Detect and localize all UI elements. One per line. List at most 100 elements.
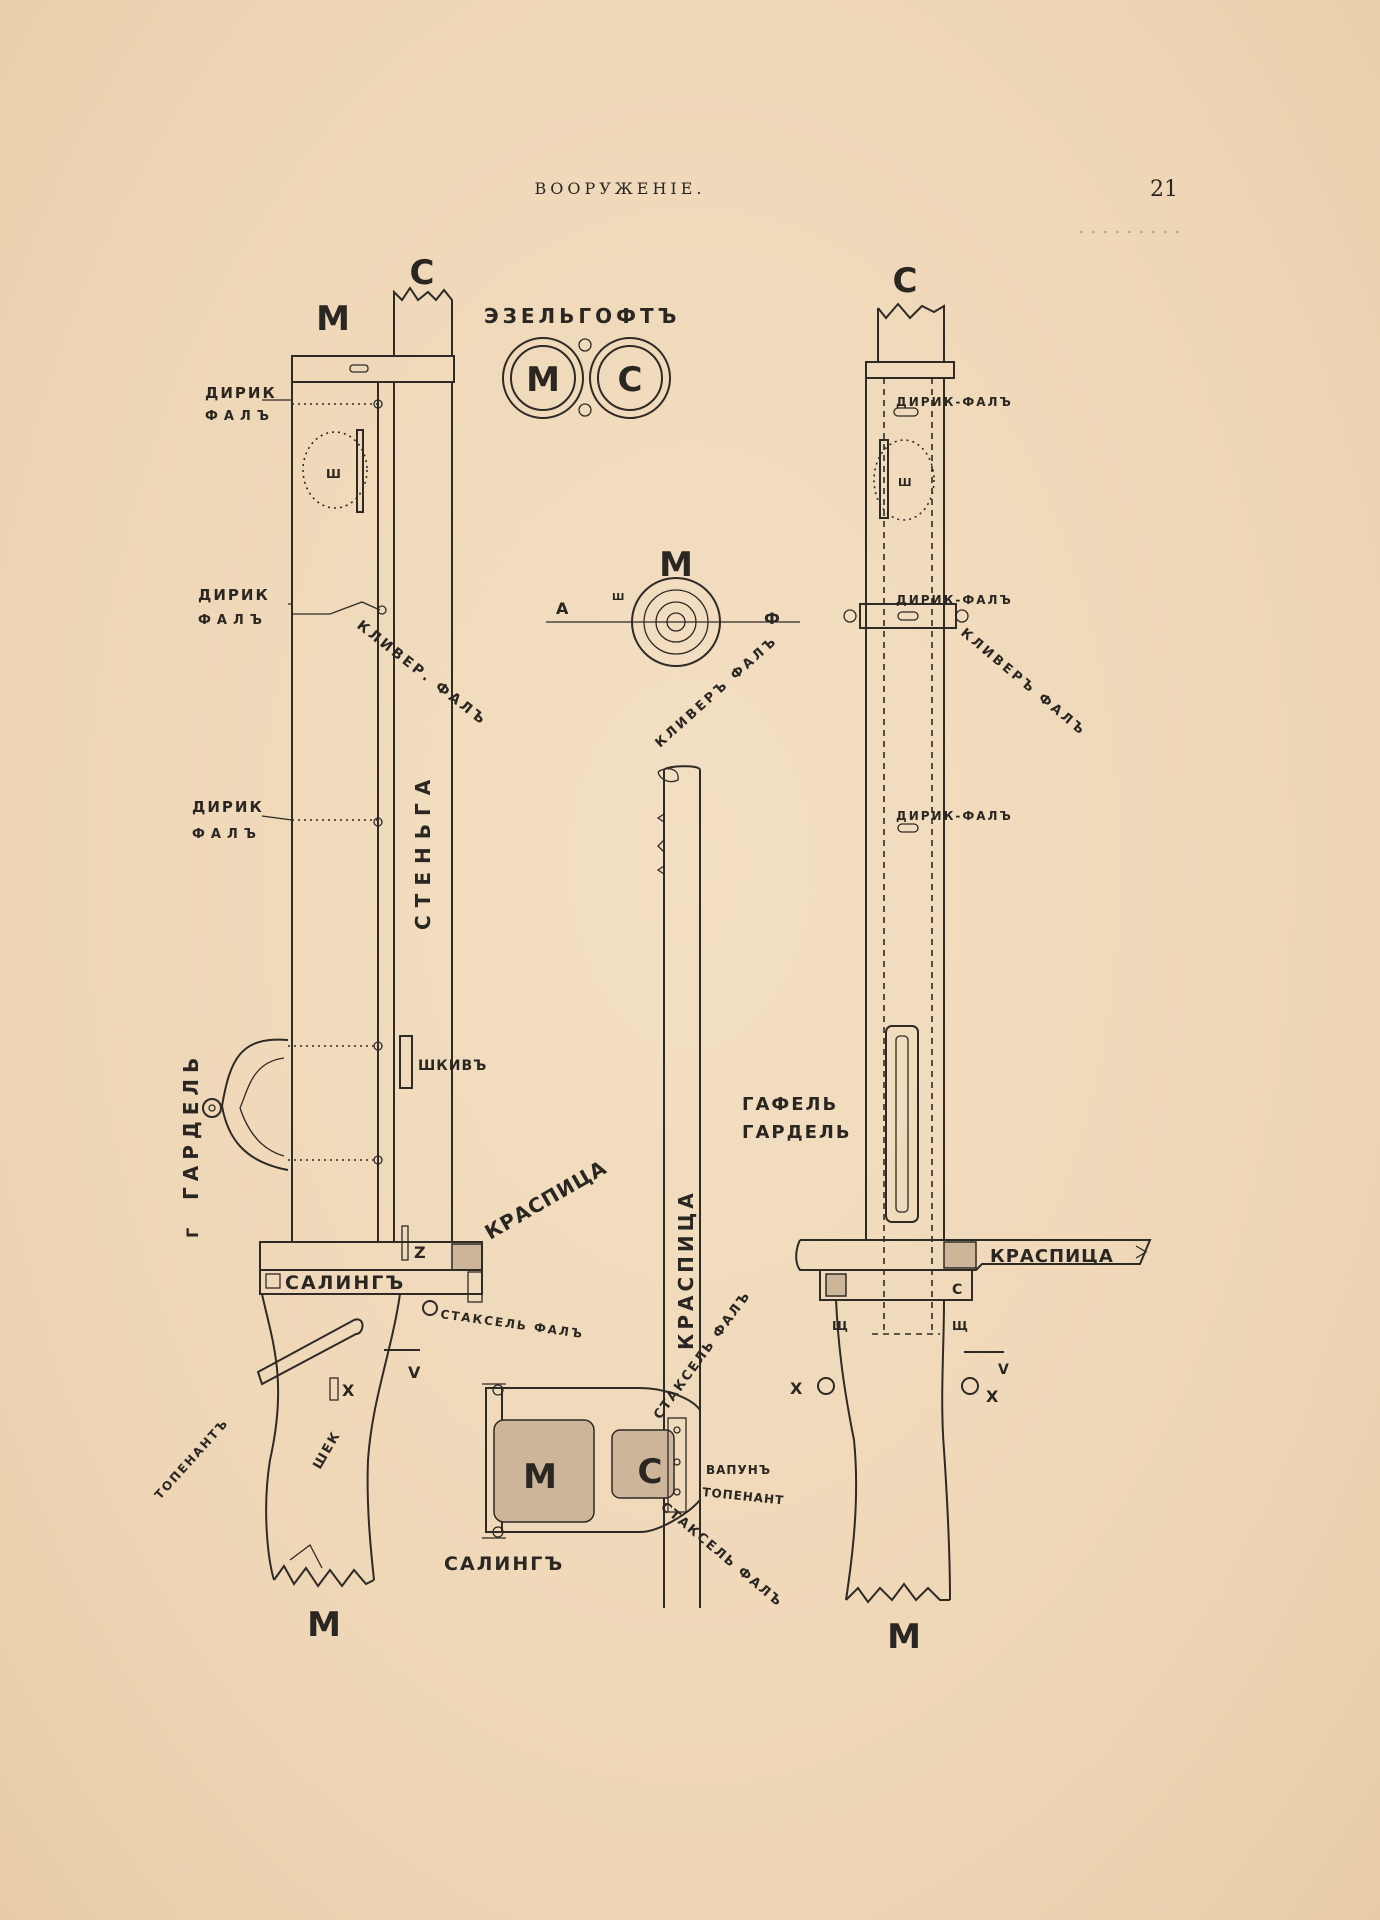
topmast-broken-top	[393, 286, 453, 356]
saling-plan-hole-2	[673, 1458, 681, 1466]
mast-cap	[291, 355, 455, 383]
sheave-slot-top	[356, 429, 364, 513]
right-topmast-broken-top	[877, 302, 945, 362]
label-gafel-gardel: ГАРДЕЛЬ	[742, 1122, 852, 1143]
label-saling-bottom: САЛИНГЪ	[444, 1553, 564, 1575]
label-krasplitsa-right: КРАСПИЦА	[990, 1246, 1114, 1267]
mast-letter-m-top-left: М	[316, 299, 350, 339]
label-fal-3: ФАЛЪ	[192, 827, 262, 842]
gardel-pin-2	[373, 1155, 383, 1165]
label-dirik-fal-right-1: ДИРИК-ФАЛЪ	[896, 395, 1013, 409]
right-band-2	[859, 603, 957, 629]
leader-dirik-3	[261, 815, 293, 821]
label-fal-1: ФАЛЪ	[205, 409, 275, 424]
middle-topmast-hook	[657, 768, 679, 783]
mast-letter-m-bottom-left: М	[307, 1605, 341, 1645]
saling-plan-bolt-bottom	[492, 1526, 504, 1538]
gardel-eye-inner	[208, 1104, 216, 1112]
saling-mast-hole	[493, 1419, 595, 1523]
label-shek: ШЕК	[310, 1428, 344, 1472]
eselgoft-ring-m-inner	[510, 345, 576, 411]
topenant-iron	[256, 1318, 364, 1386]
label-x-left: X	[342, 1381, 355, 1400]
pin-head-3	[373, 817, 383, 827]
label-z: Z	[414, 1243, 426, 1262]
pin-head-1	[373, 399, 383, 409]
label-g: Г	[183, 1228, 202, 1238]
saling-plan-outline	[485, 1387, 701, 1533]
right-dirik-slot-3	[897, 823, 919, 833]
page-title: ВООРУЖЕНІЕ.	[534, 179, 705, 198]
label-kliver-fal-right: КЛИВЕРЪ ФАЛЪ	[957, 626, 1089, 740]
saling-plan-bolt-top	[492, 1384, 504, 1396]
label-dirik-3: ДИРИК	[192, 798, 264, 816]
label-krasplitsa-left: КРАСПИЦА	[481, 1155, 611, 1244]
saling-plan-hole-3	[673, 1488, 681, 1496]
lower-mast-left-edge	[261, 1293, 280, 1581]
right-dirik-slot-2	[897, 611, 919, 621]
label-dirik-fal-right-2: ДИРИК-ФАЛЪ	[896, 593, 1013, 607]
label-saling-left: САЛИНГЪ	[285, 1272, 405, 1294]
right-lower-mast-right-edge	[941, 1299, 951, 1601]
trestle-top	[259, 1241, 483, 1271]
topmast-letter-s-top-left: С	[410, 253, 435, 293]
label-kliver-fal-left: КЛИВЕР. ФАЛЪ	[354, 618, 491, 730]
label-shtanga-fal: СТАКСЕЛЬ ФАЛЪ	[657, 1500, 785, 1611]
label-x-right-right: X	[986, 1387, 999, 1406]
label-topenant-middle: ТОПЕНАНТ	[702, 1485, 785, 1508]
eselgoft-eye-bottom	[578, 403, 592, 417]
label-v-right: V	[998, 1362, 1009, 1378]
saling-square	[265, 1273, 281, 1289]
mast-cross-section: М А Ш Ф	[546, 545, 800, 667]
label-fal-2: ФАЛЪ	[198, 613, 268, 628]
right-lower-mast-left-edge	[835, 1299, 858, 1601]
cap-slot	[349, 364, 369, 373]
right-sheave-outline	[873, 439, 935, 521]
gardel-bracket-outer	[220, 1038, 289, 1171]
lower-mast-broken-bottom	[273, 1564, 375, 1588]
middle-topmast-figure: КЛИВЕРЪ ФАЛЪ КРАСПИЦА М С СТАКСЕЛЬ ФАЛЪ …	[444, 633, 786, 1610]
right-sheave-slot	[879, 439, 889, 519]
label-shkiv: ШКИВЪ	[418, 1058, 487, 1074]
label-stenga: СТЕНЬГА	[411, 772, 435, 930]
right-trestle	[795, 1239, 1152, 1271]
cross-section-a: А	[556, 599, 569, 618]
saling-plan-side	[667, 1417, 687, 1513]
right-saling-block	[825, 1273, 847, 1297]
label-dirik-fal-right-3: ДИРИК-ФАЛЪ	[896, 809, 1013, 823]
sheave-outline-top	[302, 431, 368, 509]
right-x-eye-right	[961, 1377, 979, 1395]
right-lower-mast-broken-bottom	[845, 1582, 950, 1604]
right-saling	[819, 1269, 973, 1301]
lower-mast-crack	[289, 1544, 323, 1569]
gardel-eye	[202, 1098, 222, 1118]
right-trestle-arrow	[1135, 1245, 1148, 1259]
right-long-slot	[885, 1025, 919, 1223]
right-eye-right	[955, 609, 969, 623]
topmast-letter-s-top-right: С	[893, 261, 918, 301]
label-dirik-2: ДИРИК	[198, 586, 270, 604]
label-topenant: ТОПЕНАНТЪ	[152, 1416, 232, 1502]
eselgoft-figure: ЭЗЕЛЬГОФТЪ М С	[484, 304, 680, 419]
shkiv-slot	[399, 1035, 413, 1089]
right-saling-s: С	[952, 1282, 962, 1298]
label-gardel-left: ГАРДЕЛЬ	[179, 1052, 203, 1200]
label-staksel-fal-middle: СТАКСЕЛЬ ФАЛЪ	[651, 1288, 754, 1422]
eselgoft-eye-top	[578, 338, 592, 352]
label-shch-left: Щ	[832, 1319, 848, 1333]
middle-topmast-cleats	[656, 813, 665, 875]
saling-end	[467, 1271, 483, 1303]
label-dirik-1: ДИРИК	[205, 384, 277, 402]
cross-section-f: Ф	[764, 609, 780, 628]
right-long-slot-inner	[895, 1035, 909, 1213]
label-eselgoft: ЭЗЕЛЬГОФТЪ	[484, 304, 680, 328]
staksel-eye	[422, 1300, 438, 1316]
right-dirik-slot-1	[893, 407, 919, 417]
krasplitsa-block-left	[451, 1243, 483, 1271]
x-cleat	[329, 1377, 339, 1401]
eselgoft-ring-s-inner	[597, 345, 663, 411]
label-v-left: V	[408, 1363, 421, 1382]
label-bapuns: ВАПУНЪ	[706, 1463, 771, 1477]
saling-plan-hole-1	[673, 1426, 681, 1434]
